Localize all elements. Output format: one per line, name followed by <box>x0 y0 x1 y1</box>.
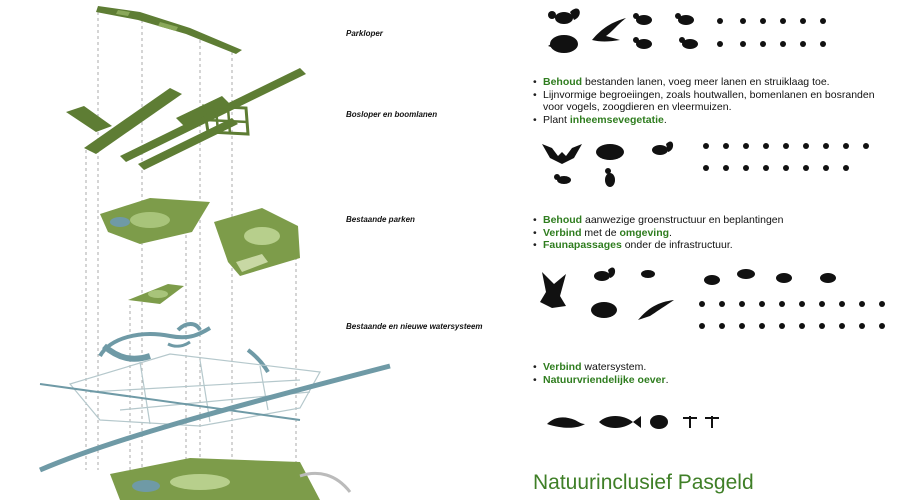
section-1-bullets: Behoud bestanden lanen, voeg meer lanen … <box>533 76 893 126</box>
species-row-4 <box>547 415 719 429</box>
base-plan <box>39 353 391 473</box>
bullet: Plant inheemsevegetatie. <box>533 114 893 127</box>
hedgehog-icon <box>548 35 578 53</box>
bat-icon <box>542 144 582 164</box>
layer-label-parkloper: Parkloper <box>346 29 383 38</box>
section-2-bullets: Behoud aanwezige groenstructuur en bepla… <box>533 214 893 252</box>
fish-icon <box>599 416 641 428</box>
bird-icon <box>633 13 698 49</box>
layer-label-parken: Bestaande parken <box>346 215 415 224</box>
bullet: Verbind watersystem. <box>533 361 893 374</box>
hedgehog-icon <box>596 144 624 160</box>
layer-label-bosloper: Bosloper en boomlanen <box>346 110 438 119</box>
bullet: Lijnvormige begroeiingen, zoals houtwall… <box>533 89 893 114</box>
page-title: Natuurinclusief Pasgeld <box>533 471 754 494</box>
composite-plan <box>110 458 352 500</box>
bullet: Faunapassages onder de infrastructuur. <box>533 239 893 252</box>
species-row-3 <box>540 267 885 329</box>
species-row-2 <box>542 141 869 187</box>
insect-icon <box>699 301 885 329</box>
bird-icon <box>554 168 615 187</box>
frog-icon <box>650 415 668 429</box>
bullet: Natuurvriendelijke oever. <box>533 374 893 387</box>
newt-icon <box>547 417 585 428</box>
squirrel-icon <box>594 267 616 281</box>
layer-parkloper <box>96 6 242 54</box>
hedgehog-icon <box>591 302 617 318</box>
layer-bosloper <box>66 68 306 170</box>
insect-icon <box>717 18 826 47</box>
insect-icon <box>703 143 869 171</box>
dragonfly-icon <box>683 416 719 428</box>
bullet: Behoud aanwezige groenstructuur en bepla… <box>533 214 893 227</box>
swift-icon <box>592 18 626 42</box>
section-3-bullets: Verbind watersystem. Natuurvriendelijke … <box>533 361 893 386</box>
squirrel-icon <box>548 8 580 24</box>
layer-parken <box>100 198 300 304</box>
bird-icon <box>641 269 836 285</box>
bullet: Verbind met de omgeving. <box>533 227 893 240</box>
swift-icon <box>638 300 674 320</box>
layer-label-watersysteem: Bestaande en nieuwe watersysteem <box>346 322 483 331</box>
owl-icon <box>540 272 566 308</box>
squirrel-icon <box>652 141 674 155</box>
species-row-1 <box>548 8 826 53</box>
layer-watersysteem <box>98 322 270 374</box>
bullet: Behoud bestanden lanen, voeg meer lanen … <box>533 76 893 89</box>
layer-diagram <box>39 6 391 500</box>
